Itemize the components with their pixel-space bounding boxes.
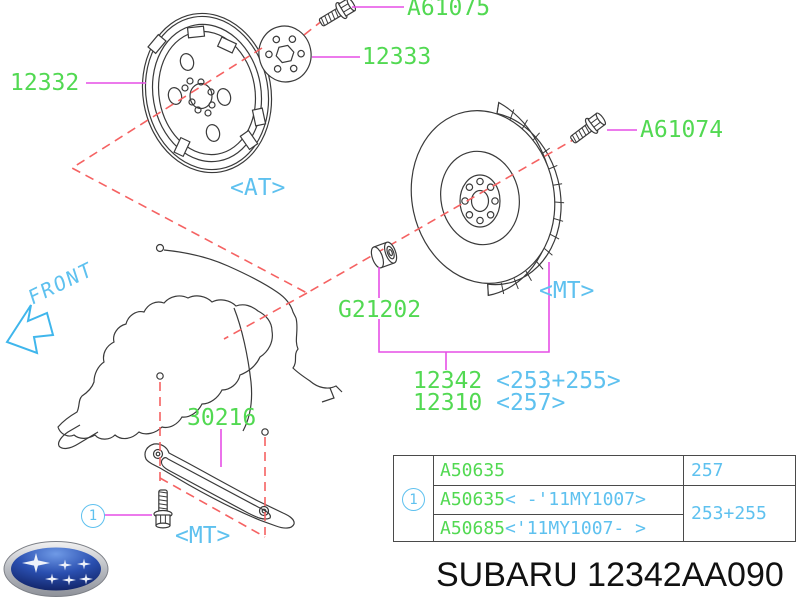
spacer-plate-drawing (258, 25, 312, 83)
flywheel-alt-variant: <257> (496, 390, 566, 416)
callout-bushing: G21202 (338, 297, 422, 323)
table-row2-qualifier: < -'11MY1007> (505, 489, 646, 510)
table-row2-part: A50635 (440, 489, 506, 510)
drive-plate-small-holes (181, 77, 216, 117)
at-drive-plate-drawing (141, 12, 273, 174)
item1-marker-diagram: 1 (81, 504, 105, 528)
bushing-drawing (370, 241, 398, 269)
bolt-a61075-drawing (315, 0, 359, 32)
flywheel-part-number: 12342 (413, 368, 483, 394)
callout-at-bolt: A61075 (407, 0, 491, 21)
table-row3: A50685<'11MY1007- > (440, 520, 646, 538)
alignment-dash-lines (70, 19, 574, 538)
ring-gear-teeth (487, 102, 565, 296)
cover-plate-drawing (144, 443, 295, 529)
tag-at: <AT> (230, 175, 286, 201)
callout-flywheel-mt: 12342 <253+255> (413, 370, 621, 393)
item1-marker-table-text: 1 (409, 491, 418, 508)
callout-mt-bolt: A61074 (640, 117, 724, 143)
flywheel-variant: <253+255> (496, 368, 621, 394)
applicability-table (393, 455, 796, 542)
table-row1-part: A50635 (440, 460, 506, 481)
catalog-part-number: 12342AA090 (587, 556, 784, 594)
mt-flywheel-drawing (410, 101, 565, 297)
callout-spacer-plate: 12333 (362, 44, 432, 70)
table-row1-applicability: 257 (691, 460, 724, 481)
table-divider-col2 (683, 456, 685, 541)
callout-at-drive-plate: 12332 (10, 70, 80, 96)
item1-marker-text: 1 (88, 508, 98, 524)
leader-lines (86, 6, 637, 516)
pleiades-stars (22, 553, 93, 586)
table-divider-col1 (433, 456, 435, 541)
item1-marker-table: 1 (402, 488, 425, 511)
callout-flywheel-mt-alt: 12310 <257> (413, 392, 565, 415)
table-divider-row1 (433, 485, 795, 487)
flywheel-bolt-holes (461, 177, 499, 225)
flywheel-alt-part-number: 12310 (413, 390, 483, 416)
tag-mt-flywheel: <MT> (539, 278, 595, 304)
callout-cover-plate: 30216 (187, 405, 257, 431)
table-row3-part: A50685 (440, 518, 506, 539)
subaru-logo (3, 541, 109, 597)
brand-name: SUBARU (436, 556, 578, 594)
table-row2: A50635< -'11MY1007> (440, 491, 646, 509)
item1-bolt-drawing (153, 489, 173, 529)
ring-gear-segments (147, 25, 267, 158)
table-divider-row2 (433, 514, 683, 516)
drive-plate-large-holes (167, 53, 232, 142)
bolt-a61074-drawing (566, 109, 609, 149)
front-arrow-icon (5, 304, 55, 355)
tag-mt-cover: <MT> (175, 523, 231, 549)
table-merged-applicability: 253+255 (691, 503, 767, 524)
table-row3-qualifier: <'11MY1007- > (505, 518, 646, 539)
footer-part-reference: SUBARU 12342AA090 (436, 556, 784, 595)
